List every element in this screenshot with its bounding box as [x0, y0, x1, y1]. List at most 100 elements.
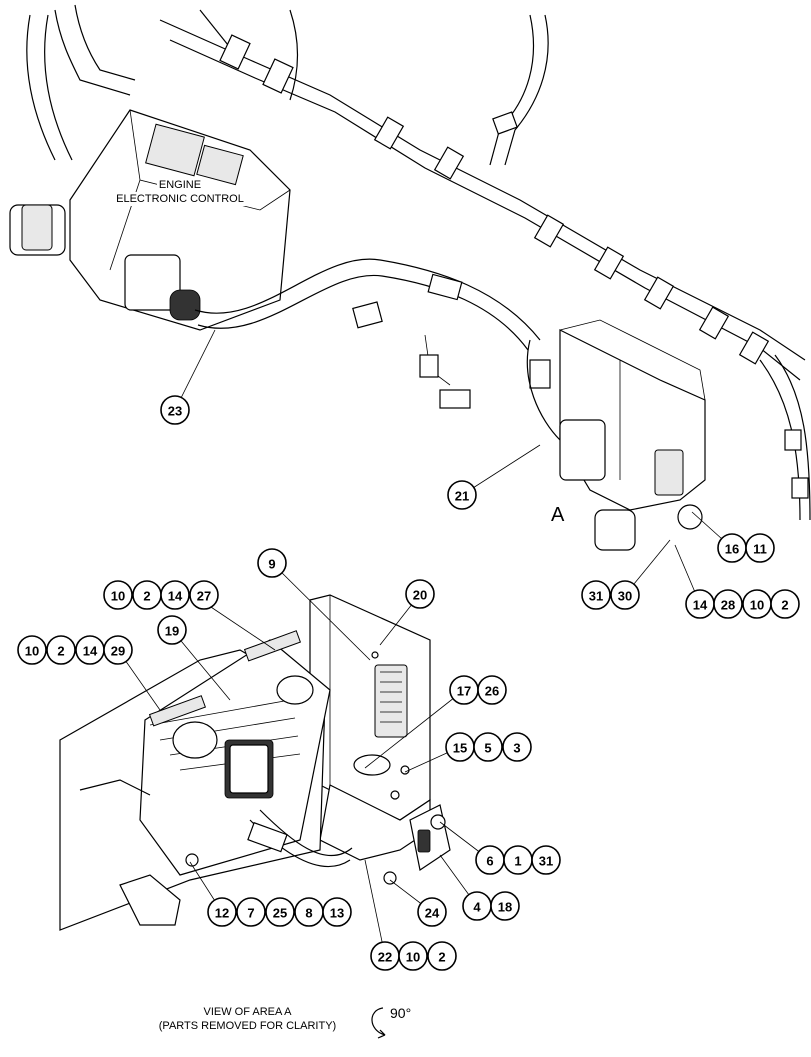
callout-number: 28	[721, 598, 735, 613]
callout-circle	[322, 897, 352, 927]
callout-circle	[610, 580, 640, 610]
callout-22: 22	[370, 941, 400, 971]
callout-number: 27	[197, 589, 211, 604]
callout-20: 20	[405, 579, 435, 609]
callout-circle	[427, 941, 457, 971]
callout-circle	[447, 480, 477, 510]
callout-number: 2	[438, 950, 445, 965]
callout-circle	[189, 580, 219, 610]
callout-2: 2	[770, 589, 800, 619]
callout-circle	[745, 533, 775, 563]
lower-hardware	[247, 804, 451, 885]
callout-2: 2	[46, 635, 76, 665]
callout-21: 21	[447, 480, 477, 510]
callout-number: 31	[539, 854, 553, 869]
callout-number: 15	[453, 741, 467, 756]
callout-number: 14	[168, 589, 183, 604]
callout-number: 10	[111, 589, 125, 604]
callout-12: 12	[207, 897, 237, 927]
callout-number: 19	[165, 624, 179, 639]
rotate-90-icon	[371, 1007, 386, 1039]
callout-circle	[160, 395, 190, 425]
callout-number: 1	[514, 854, 521, 869]
callout-circle	[398, 941, 428, 971]
callout-number: 13	[330, 906, 344, 921]
callout-5: 5	[473, 732, 503, 762]
callout-9: 9	[257, 548, 287, 578]
callout-circle	[103, 580, 133, 610]
callout-14: 14	[685, 589, 715, 619]
callout-circle	[160, 580, 190, 610]
callout-2: 2	[427, 941, 457, 971]
callout-number: 16	[725, 542, 739, 557]
callout-number: 10	[750, 598, 764, 613]
callout-3: 3	[502, 732, 532, 762]
area-a-assembly	[526, 319, 706, 551]
callout-number: 8	[305, 906, 312, 921]
view-caption-line2: (PARTS REMOVED FOR CLARITY)	[158, 1020, 337, 1032]
callout-number: 10	[406, 950, 420, 965]
callout-circle	[770, 589, 800, 619]
callout-16: 16	[717, 533, 747, 563]
callout-number: 2	[57, 644, 64, 659]
callout-number: 14	[693, 598, 708, 613]
callout-circle	[207, 897, 237, 927]
callout-26: 26	[477, 675, 507, 705]
engine-ecm-upper	[9, 109, 291, 331]
callout-31: 31	[581, 580, 611, 610]
callout-circle	[17, 635, 47, 665]
callout-number: 6	[486, 854, 493, 869]
harness-23	[194, 258, 541, 409]
callout-number: 17	[457, 684, 471, 699]
callout-number: 11	[753, 542, 767, 557]
callout-circle	[713, 589, 743, 619]
callout-circle	[477, 675, 507, 705]
callout-number: 9	[268, 557, 275, 572]
callout-number: 14	[83, 644, 98, 659]
callout-number: 21	[455, 489, 469, 504]
callout-number: 23	[168, 404, 182, 419]
callout-17: 17	[449, 675, 479, 705]
callout-14: 14	[160, 580, 190, 610]
callout-circle	[265, 897, 295, 927]
callout-number: 22	[378, 950, 392, 965]
rotation-label: 90°	[390, 1005, 412, 1021]
callout-number: 5	[484, 741, 491, 756]
callout-13: 13	[322, 897, 352, 927]
ecm-label-line1: ENGINE	[156, 178, 204, 192]
ecm-label: ENGINE ELECTRONIC CONTROL	[80, 178, 280, 206]
callout-15: 15	[445, 732, 475, 762]
callout-circle	[490, 891, 520, 921]
callout-circle	[103, 635, 133, 665]
callout-number: 7	[247, 906, 254, 921]
callout-14: 14	[75, 635, 105, 665]
callout-number: 26	[485, 684, 499, 699]
callout-19: 19	[157, 615, 187, 645]
callout-number: 24	[425, 906, 440, 921]
callout-25: 25	[265, 897, 295, 927]
callout-10: 10	[17, 635, 47, 665]
callout-circle	[502, 732, 532, 762]
callout-8: 8	[294, 897, 324, 927]
area-a-marker: A	[551, 504, 565, 526]
callout-29: 29	[103, 635, 133, 665]
ecm-label-line2: ELECTRONIC CONTROL	[114, 192, 246, 206]
callout-30: 30	[610, 580, 640, 610]
callout-number: 3	[513, 741, 520, 756]
callout-circle	[157, 615, 187, 645]
callout-10: 10	[398, 941, 428, 971]
callout-2: 2	[132, 580, 162, 610]
callout-circle	[531, 845, 561, 875]
callout-circle	[581, 580, 611, 610]
callout-number: 20	[413, 588, 427, 603]
callout-1: 1	[503, 845, 533, 875]
ecm-19	[59, 630, 331, 931]
callout-number: 12	[215, 906, 229, 921]
callout-4: 4	[462, 891, 492, 921]
callout-circle	[473, 732, 503, 762]
callout-circle	[46, 635, 76, 665]
callout-6: 6	[475, 845, 505, 875]
callout-number: 25	[273, 906, 287, 921]
